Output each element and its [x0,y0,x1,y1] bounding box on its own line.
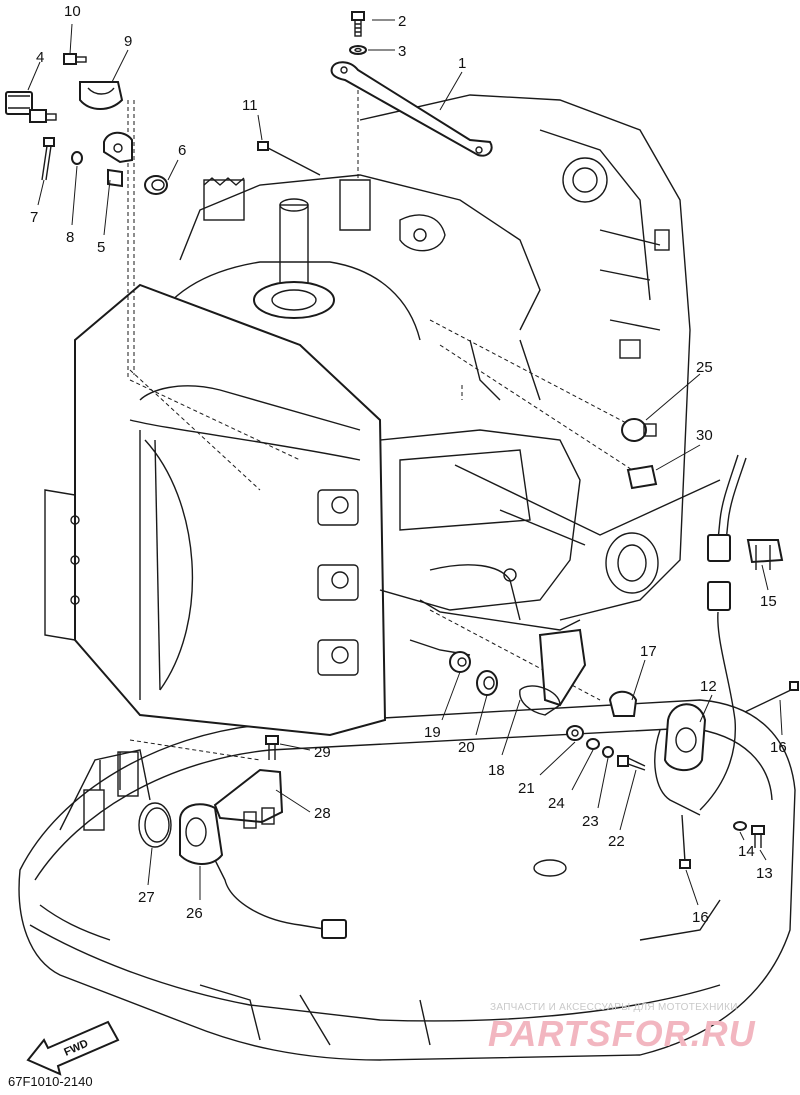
callout-22: 22 [608,833,625,850]
callout-16-upper: 16 [770,739,787,756]
part-20-grommet [476,670,498,696]
callout-13: 13 [756,865,773,882]
part-29-bolt [265,735,279,760]
callout-16-lower: 16 [692,909,709,926]
callout-25: 25 [696,359,713,376]
part-9-clip [79,81,124,110]
callout-11: 11 [242,97,258,114]
part-3-washer [349,45,367,55]
part-22-bolt [617,755,646,771]
callout-4: 4 [36,49,44,66]
callout-24: 24 [548,795,565,812]
part-16-cable-ties [679,681,799,869]
callout-12: 12 [700,678,717,695]
part-2-bolt [351,11,365,37]
part-4-sensor [5,91,57,123]
part-13-bolt [751,825,765,848]
callout-30: 30 [696,427,713,444]
part-18-plate [519,628,587,716]
part-27-o-ring [138,802,172,848]
fwd-arrow-icon: FWD [26,1020,120,1076]
part-30-clip [626,464,658,490]
part-28-bracket [213,768,284,829]
part-8-washer [71,151,83,165]
callout-29: 29 [314,744,331,761]
callout-10: 10 [64,3,81,20]
part-5-clamp [103,131,133,188]
callout-28: 28 [314,805,331,822]
callout-9: 9 [124,33,132,50]
part-1-bracket [330,61,493,157]
wiring-harness [699,454,747,811]
part-21-collar [566,725,584,741]
part-26-grommet-lead [179,803,347,939]
callout-18: 18 [488,762,505,779]
part-17-clip [608,690,638,717]
part-6-grommet [144,175,168,195]
part-7-bolt [41,137,55,181]
callout-27: 27 [138,889,155,906]
callout-8: 8 [66,229,74,246]
reference-lines [127,90,721,761]
callout-19: 19 [424,724,441,741]
part-14-washer [733,821,747,831]
part-15-holder [746,539,784,570]
callout-3: 3 [398,43,406,60]
part-12-component [654,703,707,816]
callout-leaders [27,19,783,906]
watermark-brand: PARTSFOR.RU [488,1013,756,1054]
bottom-cowling [18,699,796,1061]
callout-15: 15 [760,593,777,610]
part-25-switch [621,418,657,442]
callout-20: 20 [458,739,475,756]
watermark-tagline: ЗАПЧАСТИ И АКСЕССУАРЫ ДЛЯ МОТОТЕХНИКИ [490,1002,738,1013]
part-19-grommet [449,651,471,673]
callout-6: 6 [178,142,186,159]
callout-17: 17 [640,643,657,660]
part-10-bolt [63,53,87,65]
part-11-cable-tie [257,141,321,176]
callout-7: 7 [30,209,38,226]
part-23-washer [602,746,614,758]
drawing-code: 67F1010-2140 [8,1074,93,1089]
callout-23: 23 [582,813,599,830]
part-24-washer [586,738,600,750]
callout-21: 21 [518,780,535,797]
callout-5: 5 [97,239,105,256]
callout-labels: 2 3 1 4 5 6 7 8 9 10 11 12 13 14 15 16 1… [30,3,787,926]
callout-2: 2 [398,13,406,30]
callout-26: 26 [186,905,203,922]
callout-1: 1 [458,55,466,72]
engine-block [44,94,691,737]
callout-14: 14 [738,843,755,860]
